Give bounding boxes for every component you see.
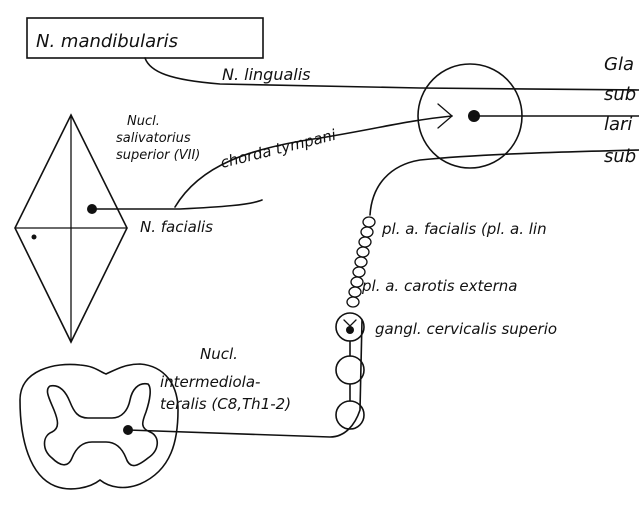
n-facialis-label: N. facialis [140,218,213,236]
plexus-loop [358,236,372,248]
nucl-salivatorius-label-1: Nucl. [127,114,160,129]
spinal-cord-outline [19,363,179,490]
chorda-tympani-nerve [174,115,453,208]
plexus-loop [348,286,362,298]
nucl-intermediolateralis-label-2: intermediola- [160,373,260,391]
preganglionic-fiber [127,319,363,438]
small-nucleus-dot [31,234,37,240]
chorda-tympani-label: chorda tympani [219,126,339,172]
nucl-intermediolateralis-label-3: teralis (C8,Th1-2) [160,395,291,413]
n-lingualis-label: N. lingualis [222,65,311,84]
gangl-cervicalis-fork [343,319,357,327]
plexus-loop [362,216,376,228]
plexus-loop [354,256,368,268]
plexus-loop [356,246,370,258]
plexus-loop [346,296,360,308]
plexus-chain [346,216,376,308]
gangl-cervicalis-label: gangl. cervicalis superio [375,320,557,338]
gland-label-line2: sub [604,84,636,105]
nucl-intermediolateralis-label-1: Nucl. [200,345,238,363]
spinal-cord-gray-matter [43,382,159,467]
nucl-salivatorius-label-2: salivatorius [116,131,191,146]
n-facialis-nerve [91,199,263,210]
pl-a-facialis-label: pl. a. facialis (pl. a. lin [381,220,547,238]
n-lingualis-nerve [144,57,639,91]
nucl-salivatorius-label-3: superior (VII) [116,148,200,163]
pl-a-carotis-label: pl. a. carotis externa [361,277,517,295]
gangl-cervicalis-neuron-dot [346,326,354,334]
nucleus-intermediolateralis-dot [123,425,133,435]
trunk-ganglion-1 [335,355,365,385]
gland-label-line4: sub [604,146,636,167]
n-mandibularis-label: N. mandibularis [36,31,178,52]
gland-label-line1: Gla [604,54,634,75]
gland-label-line3: lari [604,114,632,135]
plexus-loop [360,226,374,238]
plexus-loop [352,266,366,278]
sympathetic-fiber [369,149,639,216]
